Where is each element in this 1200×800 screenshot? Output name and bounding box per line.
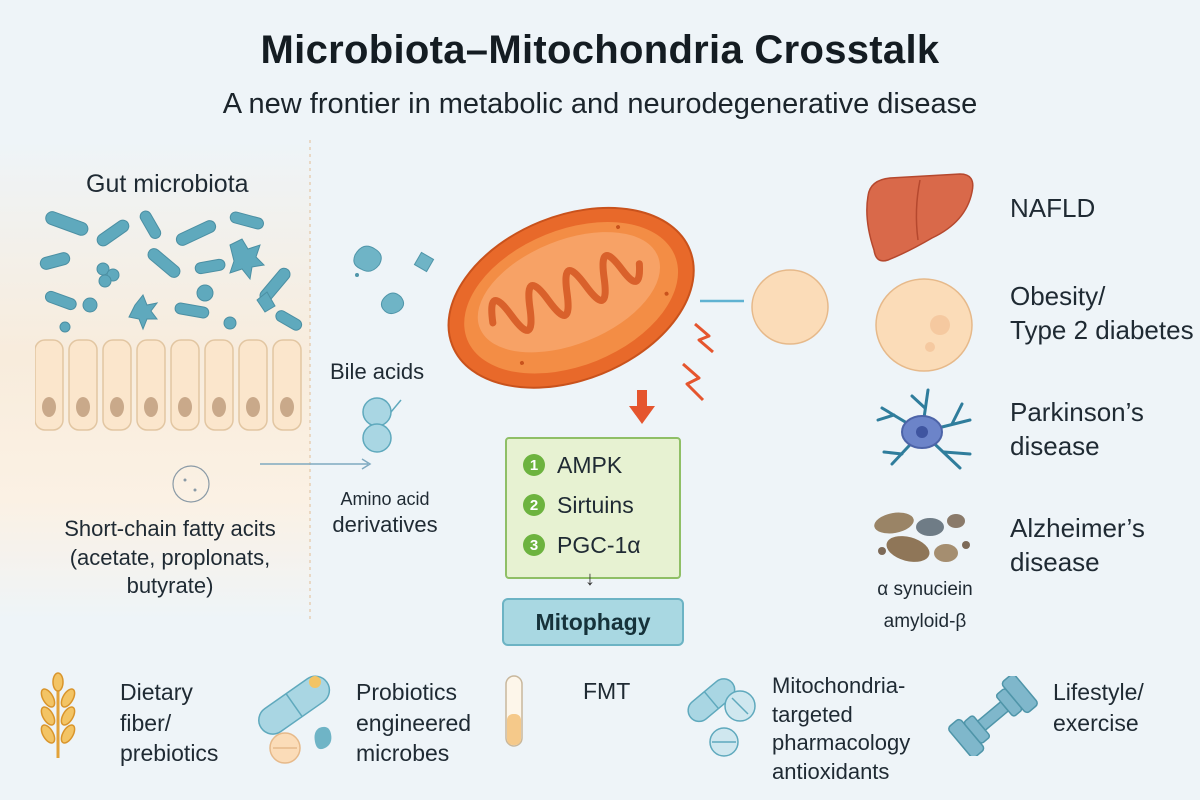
nafld-label: NAFLD — [1010, 193, 1096, 223]
protein-label-line: amyloid-β — [883, 611, 967, 633]
dumbbell-icon — [948, 676, 1038, 756]
fmt-label: FMT — [583, 678, 631, 704]
probiotics-label-line: Probiotics — [356, 679, 457, 705]
dietary-label-line: fiber/ — [120, 709, 172, 736]
dietary-fiber-label: Dietary fiber/ prebiotics — [120, 677, 218, 769]
alzheimers-label-line: Alzheimer’s — [1010, 513, 1145, 543]
pathway-box: 1 AMPK 2 Sirtuins 3 PGC-1α — [505, 437, 681, 579]
mito-pharmacology-label: Mitochondria- targeted pharmacology anti… — [772, 672, 910, 786]
scfa-molecule-icon — [172, 465, 210, 503]
scfa-label-line: (acetate, proplonats, — [69, 544, 271, 570]
obesity-label-line: Type 2 diabetes — [1010, 314, 1194, 345]
adipocyte-icon — [875, 278, 973, 372]
connector-line — [700, 299, 744, 303]
pathway-item: 3 PGC-1α — [523, 527, 641, 563]
liver-icon — [866, 173, 974, 262]
pathway-label: Sirtuins — [557, 491, 634, 518]
obesity-label: Obesity/ Type 2 diabetes — [1010, 280, 1194, 348]
probiotics-label-line: microbes — [356, 740, 450, 767]
pathway-label: PGC-1α — [557, 531, 641, 558]
lifestyle-label-line: Lifestyle/ — [1053, 679, 1144, 705]
obesity-label-line: Obesity/ — [1010, 281, 1106, 311]
neuron-icon — [876, 388, 972, 470]
pathway-label: AMPK — [557, 451, 623, 478]
bacteria-icon — [39, 210, 303, 333]
protein-aggregates-label: α synuciein amyloid-β — [855, 574, 995, 639]
pill-icon — [687, 678, 756, 757]
mitochondrion-icon — [447, 206, 695, 389]
pathway-item: 2 Sirtuins — [523, 487, 634, 523]
pharma-label-line: antioxidants — [772, 758, 890, 784]
scfa-label-line: Short-chain fatty acits — [64, 516, 276, 541]
lightning-icon — [682, 322, 714, 402]
bile-acid-molecules-icon — [353, 245, 435, 315]
gut-microbiota-label: Gut microbiota — [86, 170, 249, 198]
lifestyle-label-line: exercise — [1053, 709, 1139, 736]
parkinsons-label-line: Parkinson’s — [1010, 397, 1144, 427]
page-subtitle: A new frontier in metabolic and neurodeg… — [222, 88, 978, 120]
test-tube-icon — [505, 675, 523, 747]
scfa-arrow — [260, 458, 372, 470]
aggregate-icon — [874, 512, 970, 562]
protein-label-line: α synuciein — [877, 579, 973, 600]
pathway-number: 1 — [523, 454, 545, 476]
alzheimers-label-line: disease — [1010, 546, 1100, 577]
scfa-label: Short-chain fatty acits (acetate, proplo… — [40, 515, 300, 601]
page-title: Microbiota–Mitochondria Crosstalk — [260, 28, 940, 72]
down-arrow-icon — [629, 390, 655, 424]
dietary-label-line: prebiotics — [120, 740, 219, 767]
amino-acid-label-line: derivatives — [332, 511, 438, 537]
pathway-item: 1 AMPK — [523, 447, 622, 483]
pharma-label-line: pharmacology — [772, 730, 911, 756]
scfa-label-line: butyrate) — [126, 573, 214, 599]
amino-acid-label: Amino acid derivatives — [325, 488, 445, 539]
pharma-label-line: targeted — [772, 701, 853, 727]
pathway-number: 3 — [523, 534, 545, 556]
epithelium-icon — [35, 339, 302, 431]
pathway-number: 2 — [523, 494, 545, 516]
mitophagy-arrow: ↓ — [585, 568, 595, 590]
parkinsons-label: Parkinson’s disease — [1010, 396, 1144, 464]
amino-acid-molecule-icon — [362, 397, 402, 453]
probiotics-label: Probiotics engineered microbes — [356, 677, 471, 769]
wheat-icon — [40, 672, 76, 758]
probiotics-label-line: engineered — [356, 709, 472, 736]
alzheimers-label: Alzheimer’s disease — [1010, 512, 1145, 580]
mitophagy-box: Mitophagy — [502, 598, 684, 646]
amino-acid-label-line: Amino acid — [340, 489, 430, 509]
capsule-icon — [258, 675, 332, 764]
bile-acids-label: Bile acids — [330, 359, 425, 384]
parkinsons-label-line: disease — [1010, 430, 1100, 461]
adipocyte-icon — [751, 269, 829, 345]
dietary-label-line: Dietary — [120, 679, 193, 705]
lifestyle-label: Lifestyle/ exercise — [1053, 677, 1144, 738]
pharma-label-line: Mitochondria- — [772, 673, 906, 698]
